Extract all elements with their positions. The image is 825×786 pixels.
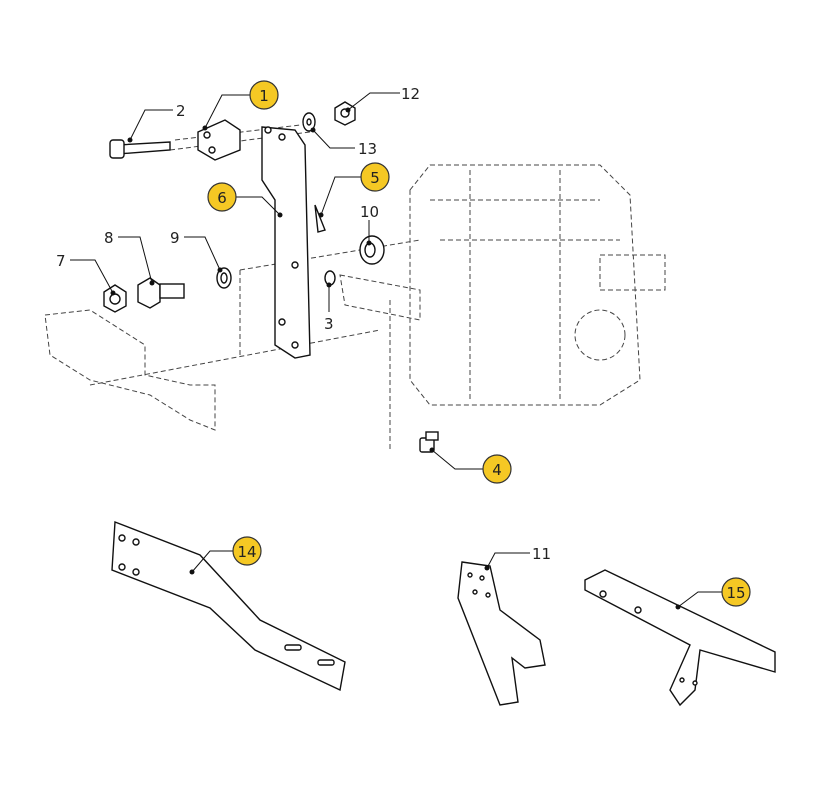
- part-8-bolt: [137, 277, 185, 309]
- leader-lines: [70, 92, 722, 610]
- part-13-washer: [302, 112, 316, 132]
- part-10-bushing: [359, 235, 385, 265]
- part-15-angle: [584, 569, 776, 707]
- part-4-fitting: [419, 431, 439, 453]
- callout-4: 4: [482, 454, 512, 484]
- callout-10: 10: [360, 203, 379, 221]
- callout-2: 2: [176, 102, 186, 120]
- callout-label: 1: [259, 87, 269, 105]
- part-5-pin: [314, 204, 326, 233]
- frame-ghost: [44, 124, 421, 450]
- callout-1: 1: [249, 80, 279, 110]
- part-6-bracket: [261, 126, 311, 359]
- part-9-washer: [216, 267, 232, 289]
- part-1-clevis: [197, 119, 241, 161]
- callout-15: 15: [721, 577, 751, 607]
- callout-5: 5: [360, 162, 390, 192]
- callout-label: 4: [492, 461, 502, 479]
- callout-14: 14: [232, 536, 262, 566]
- callout-6: 6: [207, 182, 237, 212]
- part-11-plate: [457, 561, 546, 706]
- callout-7: 7: [56, 252, 66, 270]
- callout-label: 14: [237, 543, 256, 561]
- part-2-bolt: [109, 139, 171, 159]
- callout-label: 5: [370, 169, 380, 187]
- part-12-nut: [334, 101, 356, 126]
- callout-12: 12: [401, 85, 420, 103]
- transmission-ghost: [339, 164, 666, 406]
- callout-label: 15: [726, 584, 745, 602]
- callout-9: 9: [170, 229, 180, 247]
- part-14-bar: [111, 521, 346, 692]
- callout-11: 11: [532, 545, 551, 563]
- callout-8: 8: [104, 229, 114, 247]
- callout-label: 6: [217, 189, 227, 207]
- callout-13: 13: [358, 140, 377, 158]
- callout-3: 3: [324, 315, 334, 333]
- part-7-nut: [103, 284, 127, 313]
